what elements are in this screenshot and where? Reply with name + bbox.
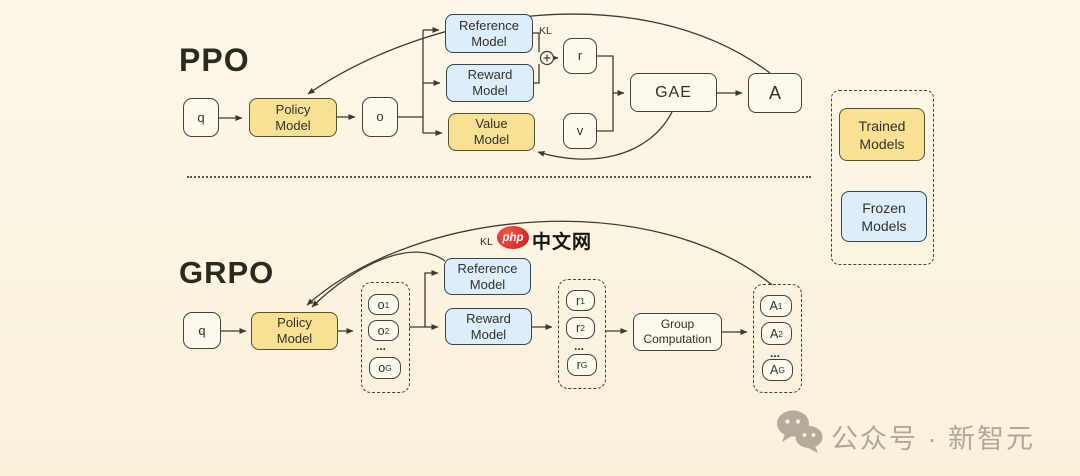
- ppo-advantage-label: A: [768, 83, 781, 103]
- ppo-gae-label: GAE: [655, 83, 692, 101]
- grpo-reward-g-sub: G: [580, 360, 588, 370]
- ppo-v-node: v: [563, 113, 597, 149]
- grpo-rewards-ellipsis: ...: [574, 339, 585, 353]
- grpo-reward-2-base: r: [576, 321, 581, 335]
- ppo-wires: [218, 13, 771, 160]
- grpo-rewards-group: [558, 279, 606, 389]
- grpo-advantage-2-base: A: [769, 326, 779, 341]
- ppo-advantage-node: A: [748, 73, 802, 113]
- legend-box: [831, 90, 934, 265]
- grpo-reward-g-base: r: [576, 358, 581, 372]
- grpo-query-label: q: [198, 322, 206, 338]
- php-logo-icon: php: [497, 226, 529, 249]
- ppo-r-node: r: [563, 38, 597, 74]
- grpo-outputs-group: [361, 282, 410, 393]
- php-logo-text: php: [502, 231, 524, 244]
- ppo-title: PPO: [179, 42, 250, 78]
- grpo-reward-2-sub: 2: [580, 323, 585, 333]
- ppo-value-model-label: Value Model: [473, 116, 510, 147]
- grpo-policy-model-node: Policy Model: [251, 312, 338, 350]
- ppo-gae-node: GAE: [630, 73, 717, 112]
- grpo-reward-model-node: Reward Model: [445, 308, 532, 345]
- ppo-v-label: v: [576, 123, 584, 138]
- php-site-watermark: 中文网: [532, 232, 593, 253]
- grpo-output-1-sub: 1: [384, 299, 390, 310]
- kl-plus-icon: [539, 50, 555, 66]
- grpo-policy-model-label: Policy Model: [276, 315, 313, 346]
- grpo-reference-model-label: Reference Model: [457, 260, 518, 292]
- ppo-reference-model-label: Reference Model: [459, 17, 519, 49]
- legend-frozen-models: Frozen Models: [841, 191, 927, 242]
- grpo-output-g-sub: G: [385, 363, 392, 373]
- grpo-output-g-base: o: [378, 361, 386, 375]
- grpo-reference-model-node: Reference Model: [444, 258, 531, 295]
- wechat-icon: [777, 410, 823, 453]
- grpo-advantage-g-sub: G: [778, 365, 785, 375]
- grpo-output-2-base: o: [377, 323, 385, 338]
- ppo-reward-model-label: Reward Model: [467, 67, 513, 98]
- grpo-advantage-1-base: A: [769, 299, 778, 313]
- grpo-reward-model-label: Reward Model: [466, 310, 511, 342]
- ppo-kl-label: KL: [539, 25, 552, 37]
- legend-frozen-label: Frozen Models: [861, 199, 907, 234]
- ppo-reward-model-node: Reward Model: [446, 64, 534, 102]
- grpo-output-1-base: o: [377, 297, 385, 312]
- grpo-query-node: q: [183, 312, 221, 349]
- ppo-output-node: o: [362, 97, 398, 137]
- section-divider: [187, 176, 811, 178]
- grpo-outputs-ellipsis: ...: [376, 339, 387, 353]
- grpo-advantages-ellipsis: ...: [770, 346, 781, 360]
- wechat-watermark-text: 公众号 · 新智元: [831, 424, 1035, 454]
- ppo-query-node: q: [183, 98, 219, 137]
- grpo-group-computation-label: Group Computation: [643, 317, 712, 346]
- legend-trained-models: Trained Models: [839, 108, 925, 161]
- grpo-wires: [221, 220, 773, 335]
- ppo-query-label: q: [197, 109, 205, 125]
- legend-trained-label: Trained Models: [858, 117, 906, 152]
- grpo-advantage-2-sub: 2: [778, 328, 784, 339]
- grpo-kl-label: KL: [480, 236, 493, 248]
- grpo-advantages-group: [753, 284, 802, 393]
- ppo-policy-model-label: Policy Model: [275, 101, 311, 133]
- ppo-output-label: o: [376, 109, 384, 124]
- ppo-policy-model-node: Policy Model: [249, 98, 337, 137]
- grpo-advantage-g-base: A: [770, 363, 779, 377]
- grpo-title: GRPO: [179, 255, 275, 290]
- ppo-reference-model-node: Reference Model: [445, 14, 533, 53]
- grpo-group-computation-node: Group Computation: [633, 313, 722, 351]
- grpo-output-2-sub: 2: [384, 325, 390, 336]
- ppo-value-model-node: Value Model: [448, 113, 535, 151]
- grpo-reward-1-base: r: [576, 293, 581, 308]
- ppo-r-label: r: [577, 48, 583, 63]
- grpo-advantage-1-sub: 1: [777, 301, 783, 311]
- grpo-reward-1-sub: 1: [580, 295, 585, 306]
